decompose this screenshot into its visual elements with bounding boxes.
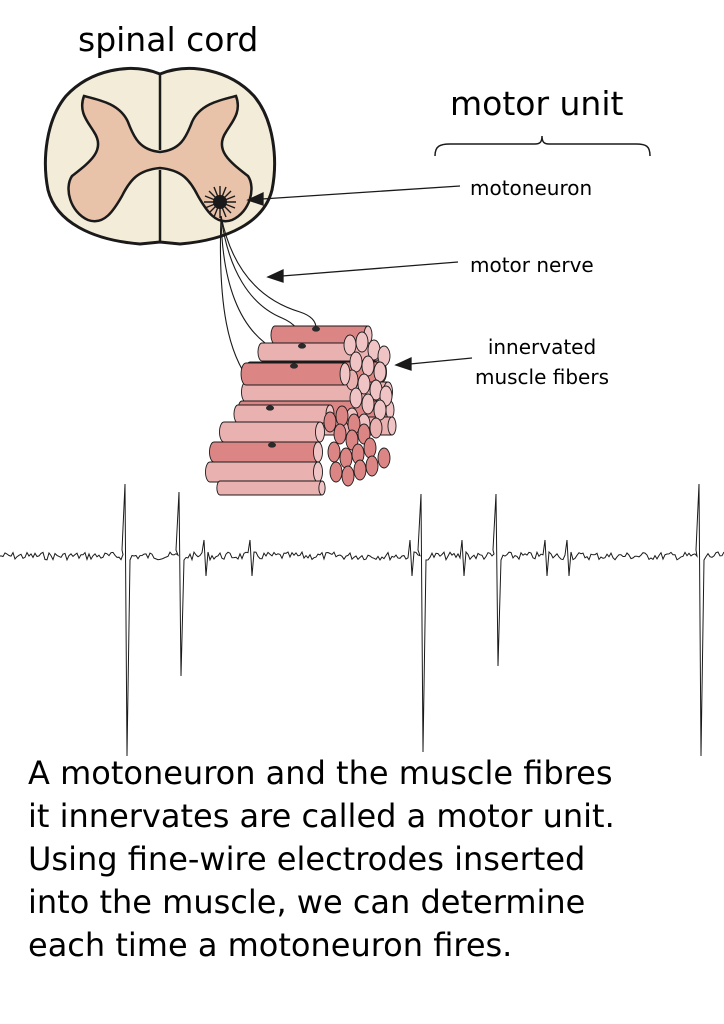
neuromuscular-junction: [298, 343, 306, 349]
caption-line: each time a motoneuron fires.: [28, 926, 513, 964]
muscle-fiber: [216, 480, 326, 496]
muscle-fiber-end: [353, 459, 367, 481]
neuromuscular-junction: [312, 326, 320, 332]
muscle-fiber-end: [349, 351, 363, 373]
muscle-fiber-end: [373, 399, 387, 421]
muscle-fiber-end: [361, 393, 375, 415]
muscle-fiber-end: [373, 361, 387, 383]
motoneuron-arrowhead: [246, 191, 264, 206]
muscle-fiber-end: [357, 373, 371, 395]
muscle-fiber-end: [355, 331, 369, 353]
spinal-cord-cross-section: [43, 67, 277, 246]
fibers-arrowhead: [394, 356, 412, 371]
muscle-fibers: [205, 325, 397, 496]
fibers-arrow: [409, 357, 473, 365]
neuromuscular-junction: [290, 363, 298, 369]
muscle-fiber-end: [363, 437, 377, 459]
muscle-fiber-end: [327, 441, 341, 463]
muscle-fiber-end: [335, 405, 349, 427]
muscle-fiber-end: [323, 411, 337, 433]
motor-unit-brace: [434, 135, 651, 157]
caption-line: into the muscle, we can determine: [28, 883, 586, 921]
neuromuscular-junction: [268, 442, 276, 448]
innervated-label-line1: innervated: [487, 335, 597, 359]
muscle-fiber-end: [329, 461, 343, 483]
muscle-fiber-end: [349, 387, 363, 409]
motor-nerve-arrowhead: [266, 268, 284, 283]
innervated-fibers-label: innervated muscle fibers: [462, 332, 622, 392]
muscle-fiber: [205, 461, 323, 483]
motor-nerve-arrow: [281, 261, 459, 277]
muscle-fiber: [240, 362, 351, 386]
spinal-cord-grey-matter: [67, 94, 253, 223]
muscle-fiber-end: [365, 455, 379, 477]
innervated-label-line2: muscle fibers: [474, 365, 610, 389]
motor-unit-title: motor unit: [450, 84, 624, 123]
muscle-fiber: [219, 421, 325, 443]
motoneuron-label: motoneuron: [470, 176, 593, 200]
caption-text: A motoneuron and the muscle fibres it in…: [28, 752, 718, 967]
neuromuscular-junction: [266, 405, 274, 411]
caption-line: Using fine-wire electrodes inserted: [28, 840, 586, 878]
motoneuron-arrow: [261, 185, 461, 200]
muscle-fiber: [233, 404, 335, 424]
motor-nerve-label: motor nerve: [470, 253, 594, 277]
muscle-fiber-end: [333, 423, 347, 445]
caption-line: it innervates are called a motor unit.: [28, 797, 615, 835]
muscle-fiber-end: [341, 465, 355, 487]
pointer-arrows: [246, 185, 473, 371]
muscle-fiber: [209, 441, 323, 463]
muscle-fiber-end: [369, 417, 383, 439]
motoneuron-cell-body: [204, 186, 236, 218]
muscle-fiber-end: [339, 447, 353, 469]
spinal-cord-title: spinal cord: [78, 20, 259, 59]
muscle-fiber-end: [377, 447, 391, 469]
muscle-fiber-end: [361, 355, 375, 377]
caption-line: A motoneuron and the muscle fibres: [28, 754, 613, 792]
emg-signal-trace: [0, 483, 724, 757]
